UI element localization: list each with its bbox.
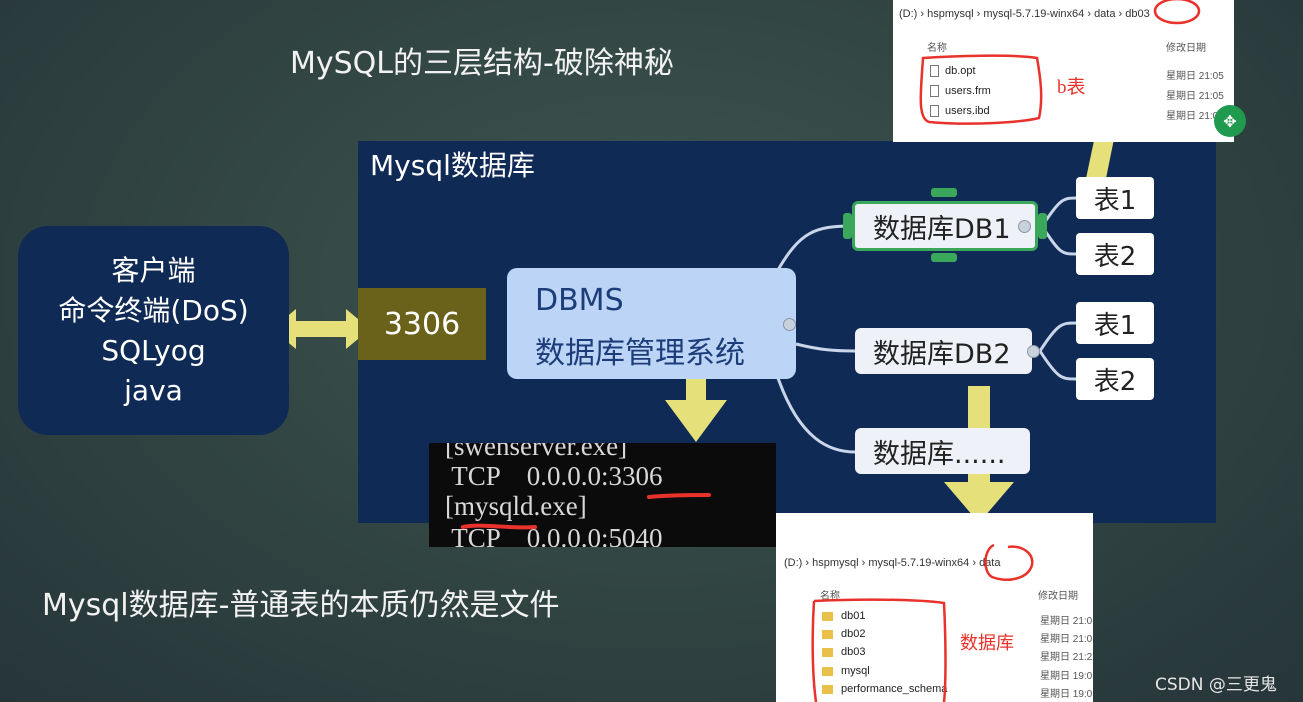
chevron-right-icon: › (861, 557, 869, 569)
port-box: 3306 (358, 288, 486, 360)
resize-handle-bottom[interactable] (931, 253, 957, 262)
breadcrumb-item[interactable]: hspmysql (927, 8, 974, 20)
chevron-right-icon: › (805, 557, 813, 569)
column-header-date[interactable]: 修改日期 (1038, 591, 1078, 602)
folder-icon (822, 629, 833, 639)
folder-icon (822, 611, 833, 621)
table-node[interactable]: 表2 (1076, 233, 1154, 275)
folder-icon (822, 666, 833, 676)
client-line: SQLyog (101, 333, 206, 367)
folder-row[interactable]: mysql (822, 665, 870, 677)
folder-row[interactable]: db03 (822, 646, 865, 658)
file-row[interactable]: db.opt (930, 65, 976, 78)
red-circle-marks (919, 0, 1201, 125)
folder-icon (822, 647, 833, 657)
folder-date: 星期日 21:2 (1040, 652, 1093, 663)
red-annotation: 数据库 (960, 633, 1014, 653)
file-name: db.opt (945, 65, 976, 77)
chevron-right-icon: › (1118, 8, 1126, 20)
breadcrumb-item[interactable]: hspmysql (812, 557, 859, 569)
file-explorer-db03: (D:) › hspmysql › mysql-5.7.19-winx64 › … (893, 0, 1234, 142)
folder-date: 星期日 19:0 (1040, 671, 1093, 682)
database-node-db1[interactable]: 数据库DB1 (852, 201, 1038, 251)
client-line: java (124, 373, 183, 407)
folder-row[interactable]: performance_schema (822, 683, 947, 695)
folder-row[interactable]: db02 (822, 628, 865, 640)
file-date: 星期日 21:0 (1166, 111, 1219, 122)
file-name: users.frm (945, 85, 991, 97)
client-line: 客户端 (111, 253, 196, 287)
folder-name: db03 (841, 646, 866, 658)
file-row[interactable]: users.ibd (930, 105, 990, 118)
breadcrumb: (D:) › hspmysql › mysql-5.7.19-winx64 › … (784, 557, 1000, 569)
database-label: 数据库DB2 (873, 338, 1011, 370)
folder-date: 星期日 21:0 (1040, 634, 1093, 645)
breadcrumb-item[interactable]: mysql-5.7.19-winx64 (868, 557, 970, 569)
resize-handle-left[interactable] (843, 213, 852, 239)
file-date: 星期日 21:05 (1166, 91, 1224, 102)
breadcrumb: (D:) › hspmysql › mysql-5.7.19-winx64 › … (899, 8, 1150, 20)
client-box: 客户端 命令终端(DoS) SQLyog java (18, 226, 289, 435)
database-label: 数据库DB1 (873, 213, 1011, 245)
breadcrumb-item[interactable]: (D:) (899, 8, 918, 20)
breadcrumb-item[interactable]: db03 (1125, 8, 1150, 20)
folder-date: 星期日 19:0 (1040, 689, 1093, 700)
red-annotation: b表 (1057, 77, 1086, 98)
chevron-right-icon: › (1087, 8, 1095, 20)
resize-handle-top[interactable] (931, 188, 957, 197)
breadcrumb-item[interactable]: (D:) (784, 557, 803, 569)
client-line: 命令终端(DoS) (58, 293, 249, 327)
database-node-db2[interactable]: 数据库DB2 (855, 328, 1032, 374)
resize-handle-right[interactable] (1038, 213, 1047, 239)
folder-date: 星期日 21:0 (1040, 616, 1093, 627)
folder-name: db01 (841, 610, 866, 622)
file-name: users.ibd (945, 105, 990, 117)
double-arrow-icon (272, 309, 370, 349)
mindmap-branch-lines (776, 196, 1077, 454)
chevron-right-icon: › (972, 557, 980, 569)
column-header-date[interactable]: 修改日期 (1166, 43, 1206, 54)
folder-name: mysql (841, 665, 870, 677)
folder-name: db02 (841, 628, 866, 640)
file-explorer-data: (D:) › hspmysql › mysql-5.7.19-winx64 › … (776, 513, 1093, 702)
folder-icon (822, 684, 833, 694)
move-icon[interactable]: ✥ (1214, 105, 1246, 137)
collapse-icon[interactable] (783, 318, 796, 331)
chevron-right-icon: › (920, 8, 928, 20)
dbms-node[interactable] (507, 268, 796, 379)
file-date: 星期日 21:05 (1166, 71, 1224, 82)
slide-title: MySQL的三层结构-破除神秘 (290, 46, 674, 81)
collapse-icon[interactable] (1027, 345, 1040, 358)
column-header-name[interactable]: 名称 (927, 43, 947, 54)
database-node-more[interactable]: 数据库...... (855, 428, 1030, 474)
file-icon (930, 85, 939, 98)
terminal-line: [mysqld.exe] (445, 491, 587, 521)
breadcrumb-item[interactable]: data (1094, 8, 1116, 20)
netstat-terminal: [swenserver.exe] TCP 0.0.0.0:3306 [mysql… (429, 443, 776, 547)
column-header-name[interactable]: 名称 (820, 591, 840, 602)
table-node[interactable]: 表2 (1076, 358, 1154, 400)
collapse-icon[interactable] (1018, 220, 1031, 233)
dbms-subtitle: 数据库管理系统 (535, 336, 745, 371)
file-row[interactable]: users.frm (930, 85, 991, 98)
terminal-line: TCP 0.0.0.0:3306 (445, 461, 663, 491)
watermark: CSDN @三更鬼 (1155, 675, 1277, 695)
chevron-right-icon: › (976, 8, 984, 20)
database-label: 数据库...... (873, 438, 1006, 470)
red-underline-marks (461, 493, 711, 530)
file-icon (930, 105, 939, 118)
terminal-line: [swenserver.exe] (445, 443, 628, 461)
file-icon (930, 65, 939, 78)
mysql-database-panel-title: Mysql数据库 (370, 149, 535, 182)
folder-name: performance_schema (841, 683, 948, 695)
table-node[interactable]: 表1 (1076, 177, 1154, 219)
folder-row[interactable]: db01 (822, 610, 865, 622)
red-circle-marks (811, 543, 1034, 702)
slide-subtitle: Mysql数据库-普通表的本质仍然是文件 (42, 588, 560, 623)
dbms-title: DBMS (535, 283, 624, 318)
table-node[interactable]: 表1 (1076, 302, 1154, 344)
breadcrumb-item[interactable]: mysql-5.7.19-winx64 (983, 8, 1085, 20)
